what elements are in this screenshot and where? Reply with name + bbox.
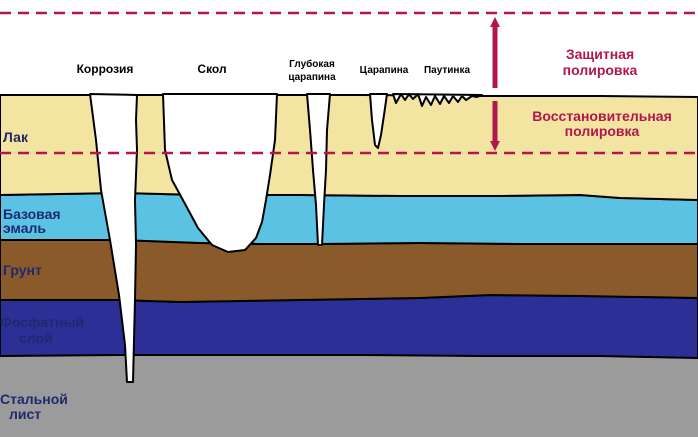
- lacquer-label: Лак: [3, 129, 29, 145]
- scratch-defect: [369, 93, 388, 149]
- restorative-polish-label-line2: полировка: [565, 123, 640, 139]
- steel-sheet-label-line2: лист: [9, 406, 41, 422]
- base-enamel-label-line1: Базовая: [3, 206, 61, 222]
- primer-label: Грунт: [3, 262, 42, 278]
- corrosion-label: Коррозия: [77, 62, 134, 76]
- chip-defect: [162, 93, 278, 253]
- base-enamel-label-line2: эмаль: [3, 220, 46, 236]
- scratch-label: Царапина: [360, 65, 409, 76]
- steel-sheet-label-line1: Стальной: [0, 391, 68, 407]
- chip-label: Скол: [197, 62, 226, 76]
- restorative-polish-label-line1: Восстановительная: [532, 108, 671, 124]
- deep-scratch-defect: [306, 93, 331, 246]
- swirl-label: Паутинка: [424, 65, 471, 76]
- protective-polish-label-line2: полировка: [563, 62, 638, 78]
- phosphate-layer: [0, 293, 698, 360]
- steel-sheet-layer: [0, 350, 698, 437]
- phosphate-label-line2: слой: [19, 330, 53, 346]
- protective-polish-label-line1: Защитная: [566, 46, 634, 62]
- deep-scratch-label-line2: царапина: [288, 72, 336, 83]
- primer-layer: [0, 239, 698, 304]
- deep-scratch-label-line1: Глубокая: [289, 58, 335, 70]
- corrosion-defect: [89, 93, 138, 383]
- phosphate-label-line1: Фосфатный: [0, 314, 84, 330]
- swirl-defect: [392, 93, 483, 107]
